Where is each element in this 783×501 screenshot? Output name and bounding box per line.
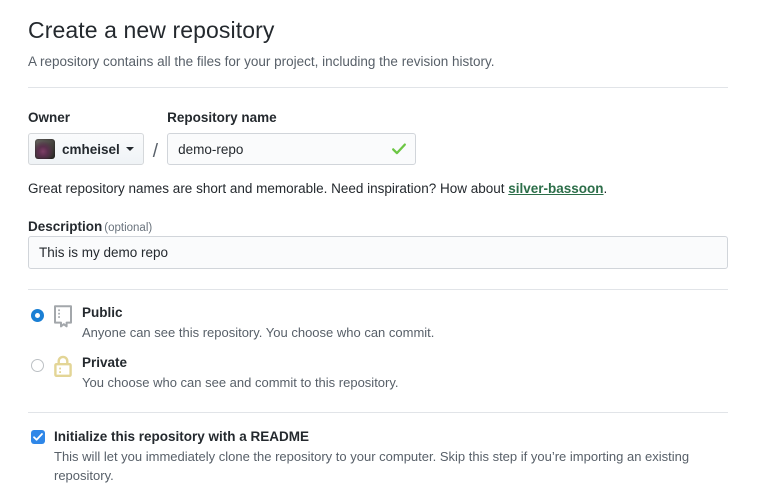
radio-public[interactable] <box>31 309 44 322</box>
visibility-public-text: Public Anyone can see this repository. Y… <box>82 304 434 342</box>
description-label: Description(optional) <box>28 219 152 234</box>
repository-name-label: Repository name <box>167 110 277 125</box>
repo-book-icon <box>54 305 72 328</box>
readme-option[interactable]: Initialize this repository with a README… <box>28 427 755 486</box>
repository-name-input-wrap <box>167 133 417 165</box>
description-optional-text: (optional) <box>104 222 153 234</box>
repository-name-field: Repository name <box>167 110 417 165</box>
checkmark-icon <box>33 432 43 441</box>
visibility-private-title: Private <box>82 354 128 370</box>
helper-suffix: . <box>603 181 608 196</box>
user-avatar-icon <box>35 139 55 159</box>
radio-private[interactable] <box>31 358 44 372</box>
owner-name: cmheisel <box>62 141 120 157</box>
path-separator: / <box>152 141 159 162</box>
readme-description: This will let you immediately clone the … <box>54 449 690 483</box>
page-title: Create a new repository <box>28 17 275 43</box>
visibility-public-description: Anyone can see this repository. You choo… <box>82 325 435 341</box>
visibility-option-public[interactable]: Public Anyone can see this repository. Y… <box>28 304 755 342</box>
readme-text: Initialize this repository with a README… <box>54 427 712 486</box>
description-input[interactable] <box>28 236 728 269</box>
readme-title: Initialize this repository with a README <box>54 428 310 444</box>
owner-and-name-row: Owner cmheisel / Repository name <box>28 110 755 165</box>
visibility-option-private[interactable]: Private You choose who can see and commi… <box>28 354 755 392</box>
owner-dropdown-button[interactable]: cmheisel <box>28 133 144 165</box>
owner-label: Owner <box>28 110 71 125</box>
helper-prefix: Great repository names are short and mem… <box>28 181 509 196</box>
name-helper-text: Great repository names are short and mem… <box>28 181 755 196</box>
description-label-text: Description <box>28 219 103 234</box>
visibility-options: Public Anyone can see this repository. Y… <box>28 304 755 392</box>
divider-top <box>28 87 728 88</box>
divider-visibility <box>28 289 728 290</box>
checkbox-initialize-readme[interactable] <box>31 429 45 444</box>
page-subtitle: A repository contains all the files for … <box>28 54 495 69</box>
suggested-name-link[interactable]: silver-bassoon <box>508 181 604 196</box>
visibility-private-text: Private You choose who can see and commi… <box>82 354 399 392</box>
repository-name-input[interactable] <box>167 133 417 165</box>
lock-icon <box>54 355 72 377</box>
chevron-down-icon <box>125 147 134 151</box>
visibility-public-title: Public <box>82 305 123 320</box>
divider-readme <box>28 411 728 413</box>
description-field: Description(optional) <box>28 218 755 269</box>
visibility-private-description: You choose who can see and commit to thi… <box>82 374 399 390</box>
owner-field: Owner cmheisel <box>28 110 144 165</box>
